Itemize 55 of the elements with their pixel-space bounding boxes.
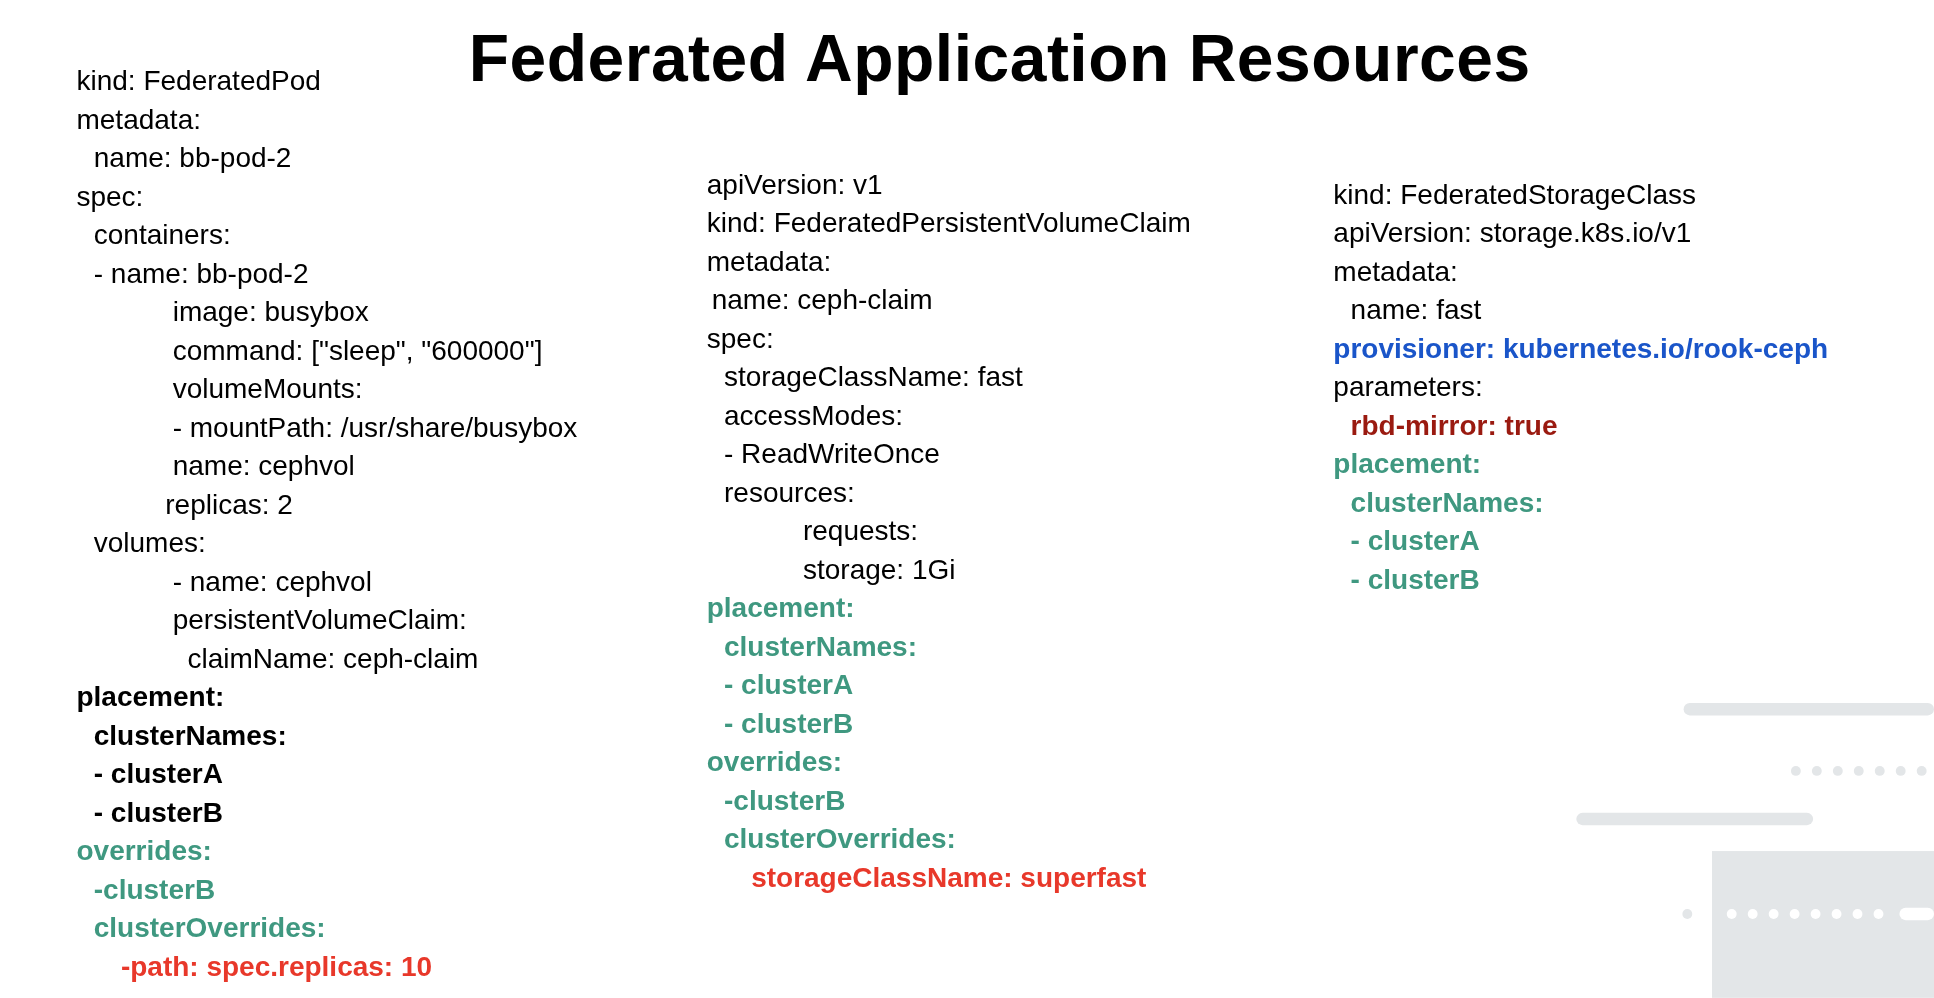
yaml-line: placement: (706, 591, 855, 626)
yaml-line: placement: (1333, 447, 1482, 482)
yaml-line: name: bb-pod-2 (93, 141, 292, 176)
yaml-line: kind: FederatedStorageClass (1333, 177, 1696, 212)
yaml-line: name: ceph-claim (711, 283, 933, 318)
yaml-line: accessModes: (724, 398, 903, 433)
yaml-line: metadata: (706, 244, 832, 279)
yaml-line: - clusterB (1350, 562, 1480, 597)
yaml-line: provisioner: kubernetes.io/rook-ceph (1333, 331, 1829, 366)
yaml-line: kind: FederatedPersistentVolumeClaim (706, 206, 1191, 241)
yaml-line: metadata: (1333, 254, 1458, 289)
yaml-line: - clusterA (1350, 524, 1480, 559)
yaml-line: - clusterA (724, 668, 854, 703)
yaml-line: - mountPath: /usr/share/busybox (172, 410, 578, 445)
slide-title: Federated Application Resources (468, 22, 1531, 95)
yaml-line: overrides: (76, 834, 212, 869)
yaml-line: - name: cephvol (172, 564, 372, 599)
yaml-line: spec: (706, 321, 774, 356)
yaml-line: clusterNames: (1350, 485, 1544, 520)
yaml-line: requests: (802, 514, 919, 549)
yaml-line: apiVersion: v1 (706, 168, 883, 202)
yaml-line: - clusterB (724, 706, 854, 741)
yaml-line: -clusterB (93, 872, 216, 907)
yaml-line: spec: (76, 179, 144, 214)
yaml-line: storage: 1Gi (802, 552, 956, 587)
yaml-line: parameters: (1333, 370, 1483, 405)
yaml-line: storageClassName: fast (724, 360, 1023, 395)
yaml-line: -clusterB (724, 783, 846, 818)
yaml-line: kind: FederatedPod (76, 64, 321, 99)
yaml-line: - name: bb-pod-2 (93, 256, 309, 291)
yaml-line: name: fast (1350, 293, 1482, 328)
yaml-line: volumes: (93, 526, 206, 561)
yaml-line: clusterOverrides: (724, 822, 956, 857)
yaml-line: clusterNames: (724, 629, 917, 664)
yaml-line: - ReadWriteOnce (724, 437, 940, 472)
yaml-line: placement: (76, 680, 225, 715)
yaml-line: name: cephvol (172, 449, 355, 484)
yaml-line: volumeMounts: (172, 372, 363, 407)
yaml-line: apiVersion: storage.k8s.io/v1 (1333, 216, 1692, 251)
yaml-line: clusterOverrides: (93, 911, 326, 945)
yaml-line: overrides: (706, 745, 843, 780)
yaml-line: rbd-mirror: true (1350, 408, 1558, 443)
yaml-line: replicas: 2 (165, 487, 293, 522)
yaml-line: metadata: (76, 102, 201, 137)
yaml-line: persistentVolumeClaim: (172, 603, 467, 638)
yaml-line: - clusterB (93, 795, 223, 830)
yaml-line: storageClassName: superfast (751, 860, 1147, 895)
yaml-line: clusterNames: (93, 718, 287, 753)
yaml-line: command: ["sleep", "600000"] (172, 333, 543, 368)
yaml-line: image: busybox (172, 295, 369, 330)
yaml-line: resources: (724, 475, 855, 510)
yaml-line: -path: spec.replicas: 10 (120, 949, 433, 984)
yaml-line: claimName: ceph-claim (187, 641, 479, 676)
yaml-line: containers: (93, 218, 231, 253)
yaml-line: - clusterA (93, 757, 223, 792)
